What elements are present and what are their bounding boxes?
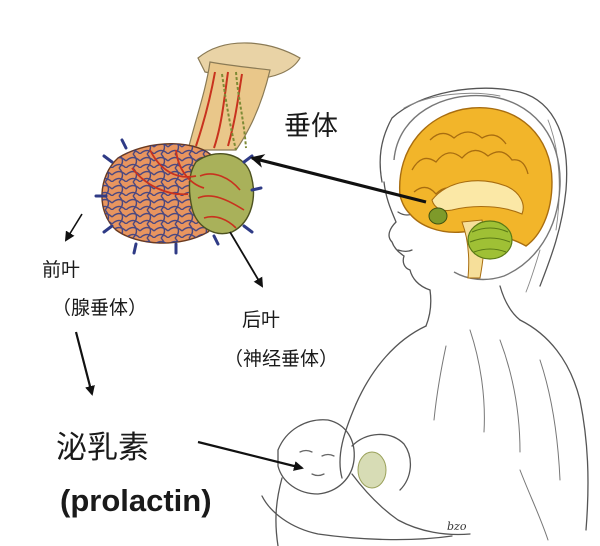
pituitary-label: 垂体: [284, 104, 338, 143]
baby-head: [278, 420, 354, 494]
baby-face: [300, 451, 334, 476]
pituitary-in-brain: [429, 208, 447, 224]
anterior-lobe-label: 前叶: [42, 255, 80, 282]
posterior-lobe-shape: [189, 154, 253, 234]
prolactin-english-label: (prolactin): [60, 483, 212, 519]
clothing-folds: [434, 330, 560, 540]
arrow-to-prolactin: [76, 332, 92, 394]
arrow-to-breast: [198, 442, 302, 468]
shoulder-left: [356, 326, 426, 404]
artist-signature: bzo: [447, 520, 466, 533]
brain-cross-section: [394, 96, 560, 280]
pituitary-gland-illustration: [96, 43, 300, 253]
mother-arm: [262, 404, 452, 540]
breast-lobules: [358, 452, 386, 488]
lips: [398, 250, 412, 252]
shoulder-right: [520, 320, 588, 530]
neck: [426, 286, 520, 326]
pituitary-stalk: [188, 62, 270, 150]
adenohypophysis-label: （腺垂体）: [52, 293, 147, 320]
posterior-lobe-label: 后叶: [242, 305, 280, 332]
neurohypophysis-label: （神经垂体）: [224, 344, 338, 371]
arrow-to-posterior-lobe: [230, 232, 262, 286]
prolactin-label: 泌乳素: [56, 422, 149, 467]
arrow-to-anterior-lobe: [66, 214, 82, 240]
